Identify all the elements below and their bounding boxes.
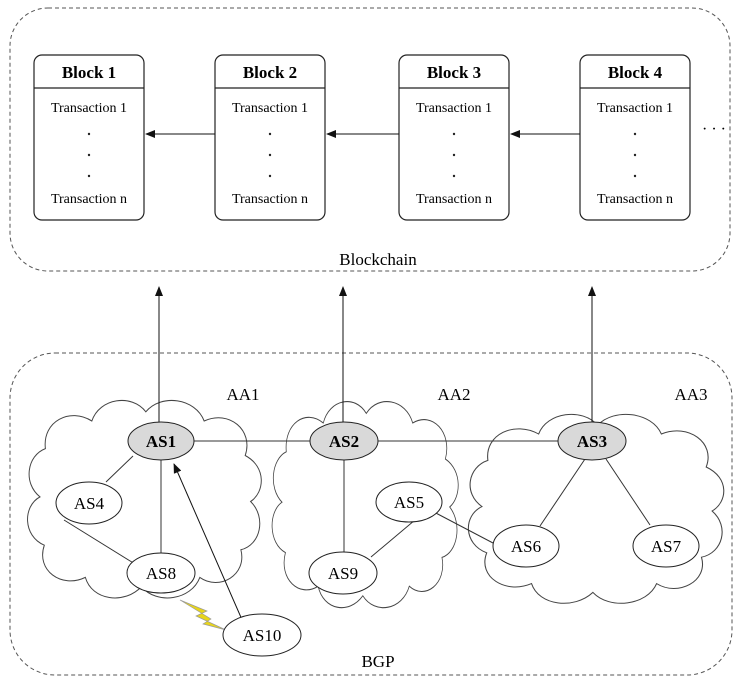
block-4-dot (633, 132, 637, 136)
block-1-box (33, 54, 145, 221)
block-4-last-tx: Transaction n (597, 192, 673, 207)
aa2-label: AA2 (437, 385, 470, 404)
node-as9-label: AS9 (328, 564, 358, 583)
chain-ellipsis: · · · (702, 121, 726, 138)
block-3: Block 3 Transaction 1 Transaction n (398, 54, 510, 221)
bgp-region: AA1 AA2 AA3 AS1 (9, 286, 733, 676)
block-1-title: Block 1 (62, 63, 116, 82)
link-as5-as6 (431, 510, 494, 544)
node-as10-label: AS10 (243, 626, 282, 645)
blockchain-label: Blockchain (339, 250, 417, 269)
block-2: Block 2 Transaction 1 Transaction n (214, 54, 326, 221)
block-1: Block 1 Transaction 1 Transaction n (33, 54, 145, 221)
block-2-dot (268, 174, 272, 178)
block-2-last-tx: Transaction n (232, 192, 308, 207)
node-as5-label: AS5 (394, 493, 424, 512)
node-as1: AS1 (127, 421, 195, 461)
node-as3: AS3 (557, 421, 627, 461)
block-4-first-tx: Transaction 1 (597, 101, 673, 116)
link-as3-as7 (605, 458, 651, 526)
node-as4-label: AS4 (74, 494, 105, 513)
node-as2: AS2 (309, 421, 379, 461)
hijack-arrow-as10-to-as1 (173, 463, 251, 639)
block-1-dot (87, 132, 91, 136)
block-4-dot (633, 174, 637, 178)
block-1-last-tx: Transaction n (51, 192, 127, 207)
node-as6-label: AS6 (511, 537, 541, 556)
lightning-icon (179, 599, 227, 631)
node-as1-label: AS1 (146, 432, 176, 451)
block-3-dot (452, 153, 456, 157)
node-as2-label: AS2 (329, 432, 359, 451)
bgp-boundary (9, 352, 733, 676)
node-as8-label: AS8 (146, 564, 176, 583)
block-3-title: Block 3 (427, 63, 481, 82)
block-3-last-tx: Transaction n (416, 192, 492, 207)
node-as3-label: AS3 (577, 432, 607, 451)
link-as3-as6 (539, 458, 586, 527)
node-as9: AS9 (308, 551, 378, 595)
block-2-first-tx: Transaction 1 (232, 101, 308, 116)
block-2-dot (268, 153, 272, 157)
block-4-title: Block 4 (608, 63, 663, 82)
block-2-title: Block 2 (243, 63, 297, 82)
block-4-dot (633, 153, 637, 157)
block-4: Block 4 Transaction 1 Transaction n (579, 54, 691, 221)
block-2-box (214, 54, 326, 221)
block-4-box (579, 54, 691, 221)
node-as8: AS8 (126, 552, 196, 594)
aa3-label: AA3 (674, 385, 707, 404)
blockchain-boundary (9, 7, 731, 272)
as-links (63, 440, 651, 565)
block-1-first-tx: Transaction 1 (51, 101, 127, 116)
node-as6: AS6 (492, 524, 560, 568)
link-as1-as4 (105, 455, 134, 483)
node-as4: AS4 (55, 481, 123, 525)
block-3-first-tx: Transaction 1 (416, 101, 492, 116)
node-as7-label: AS7 (651, 537, 682, 556)
aa1-label: AA1 (226, 385, 259, 404)
block-1-dot (87, 153, 91, 157)
node-as5: AS5 (375, 481, 443, 523)
block-3-dot (452, 174, 456, 178)
bgp-label: BGP (361, 652, 394, 671)
node-as7: AS7 (632, 524, 700, 568)
block-3-box (398, 54, 510, 221)
link-as4-as8 (63, 519, 136, 565)
link-as5-as9 (370, 519, 416, 558)
blockchain-region: Block 1 Transaction 1 Transaction n Bloc… (9, 7, 731, 272)
block-1-dot (87, 174, 91, 178)
block-2-dot (268, 132, 272, 136)
block-3-dot (452, 132, 456, 136)
node-as10: AS10 (222, 613, 302, 657)
